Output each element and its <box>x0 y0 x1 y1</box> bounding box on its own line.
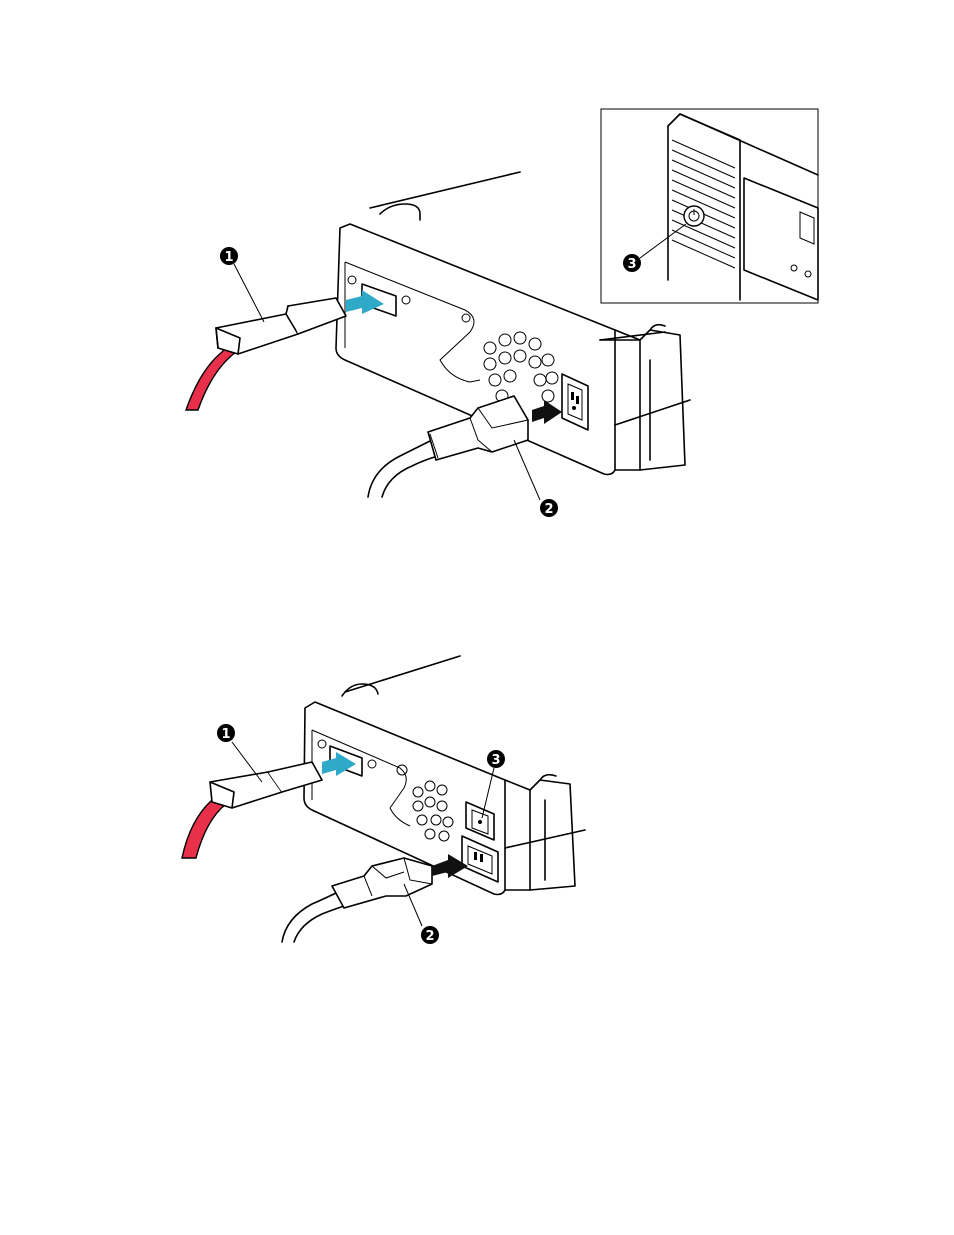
bottom-data-cable <box>182 762 322 858</box>
bottom-callout-1-label: 1 <box>221 727 230 742</box>
top-insert-arrow-black <box>532 400 562 424</box>
bottom-callout-3: 3 <box>482 750 505 818</box>
top-callout-1: 1 <box>220 247 264 322</box>
bottom-callout-2-label: 2 <box>425 929 434 944</box>
top-fan-grille <box>484 332 558 402</box>
top-inset-power-button: 3 <box>601 109 818 303</box>
top-power-cable <box>368 396 528 497</box>
bottom-callout-1: 1 <box>217 724 262 782</box>
top-callout-1-label: 1 <box>224 250 233 265</box>
bottom-power-cable <box>282 858 432 942</box>
bottom-fan-grille <box>413 781 453 841</box>
bottom-figure: 1 2 3 <box>182 656 585 944</box>
top-figure: 1 2 <box>186 109 818 517</box>
top-callout-3-label: 3 <box>627 257 636 272</box>
bottom-drive-unit <box>304 656 585 895</box>
top-data-cable <box>186 298 346 410</box>
bottom-callout-3-label: 3 <box>491 753 500 768</box>
top-callout-2-label: 2 <box>544 502 553 517</box>
